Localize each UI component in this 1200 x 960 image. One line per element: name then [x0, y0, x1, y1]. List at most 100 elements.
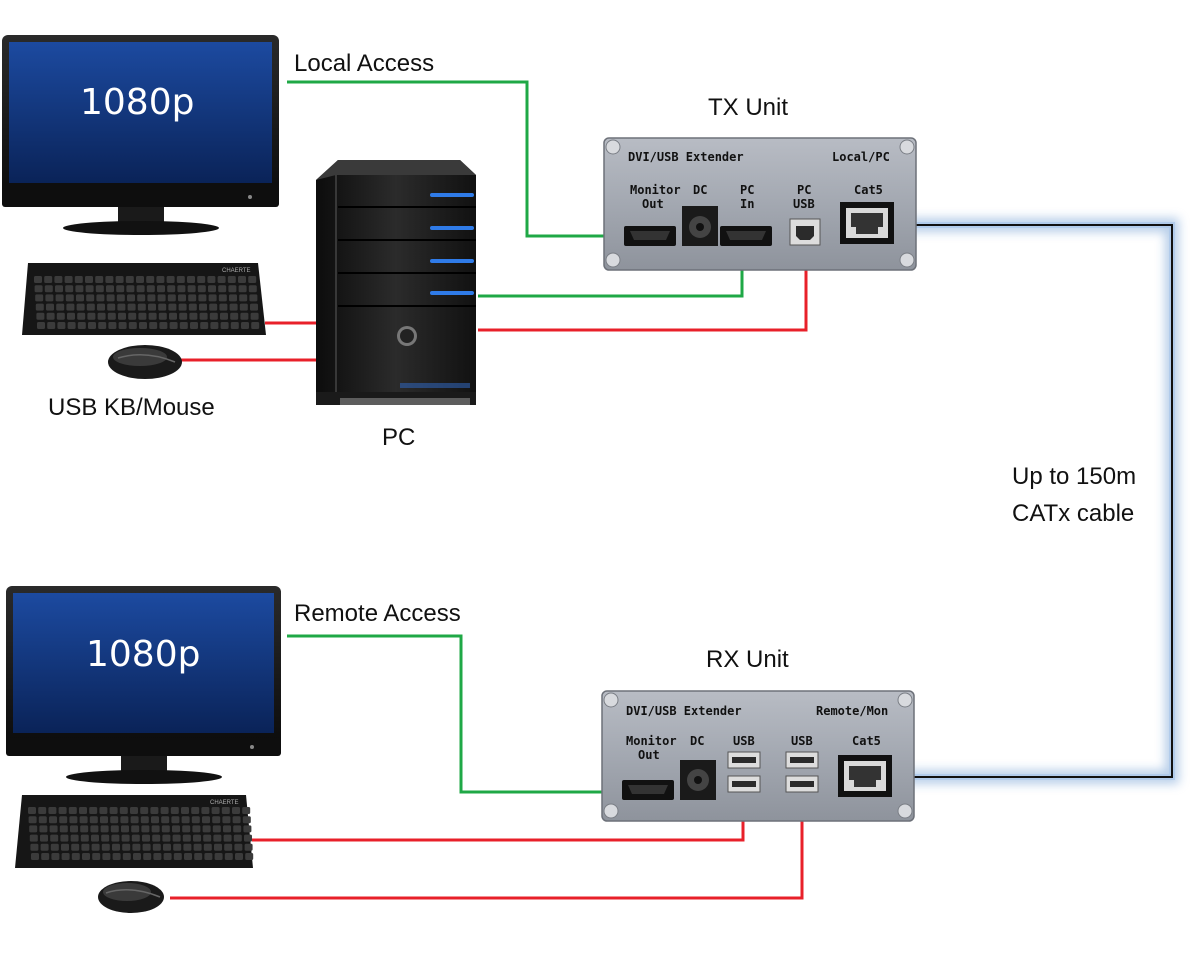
keyboard-key: [86, 303, 95, 311]
local-keyboard-brand: CHAERTE: [222, 268, 251, 274]
keyboard-key: [40, 843, 49, 851]
keyboard-key: [68, 807, 77, 814]
keyboard-key: [250, 303, 258, 311]
keyboard-key: [148, 312, 157, 320]
keyboard-key: [241, 322, 249, 329]
keyboard-key: [81, 843, 90, 851]
keyboard-key: [244, 834, 252, 842]
keyboard-key: [118, 322, 127, 329]
keyboard-key: [45, 294, 54, 302]
keyboard-key: [136, 285, 145, 293]
keyboard-key: [67, 322, 76, 329]
tx-pc-usb-port: [789, 218, 821, 246]
keyboard-key: [109, 807, 118, 814]
keyboard-key: [203, 834, 212, 842]
keyboard-key: [49, 816, 57, 824]
keyboard-key: [251, 322, 260, 329]
keyboard-key: [223, 834, 232, 842]
keyboard-key: [41, 853, 50, 860]
keyboard-key: [167, 294, 176, 302]
keyboard-key: [107, 303, 116, 311]
keyboard-key: [177, 285, 186, 293]
keyboard-key: [67, 312, 75, 320]
keyboard-key: [167, 285, 176, 293]
keyboard-key: [37, 322, 45, 329]
keyboard-key: [197, 276, 206, 283]
keyboard-key: [133, 853, 141, 860]
keyboard-key: [35, 294, 44, 302]
keyboard-key: [198, 294, 207, 302]
keyboard-key: [199, 312, 208, 320]
pc-usb-cable: [478, 244, 808, 332]
keyboard-key: [71, 843, 80, 851]
keyboard-key: [245, 853, 254, 860]
keyboard-key: [182, 825, 191, 833]
keyboard-key: [152, 843, 161, 851]
remote-access-label: Remote Access: [294, 600, 461, 627]
keyboard-key: [125, 276, 134, 283]
rx-monitor-out-label-2: Out: [638, 748, 660, 762]
keyboard-key: [191, 807, 200, 814]
keyboard-key: [35, 303, 44, 311]
keyboard-key: [89, 807, 98, 814]
rx-panel-title: DVI/USB Extender: [626, 704, 742, 718]
keyboard-key: [95, 285, 104, 293]
keyboard-key: [127, 294, 135, 302]
keyboard-key: [187, 285, 196, 293]
keyboard-key: [29, 825, 38, 833]
keyboard-key: [169, 322, 178, 329]
keyboard-key: [187, 276, 195, 283]
keyboard-key: [233, 825, 242, 833]
keyboard-key: [178, 303, 187, 311]
keyboard-key: [130, 807, 138, 814]
keyboard-key: [76, 294, 84, 302]
keyboard-key: [242, 816, 251, 824]
keyboard-key: [238, 285, 247, 293]
keyboard-key: [136, 276, 144, 283]
keyboard-key: [153, 853, 162, 860]
keyboard-key: [209, 303, 218, 311]
keyboard-key: [95, 276, 104, 283]
keyboard-key: [86, 294, 95, 302]
keyboard-key: [106, 285, 114, 293]
tx-unit: [603, 137, 917, 271]
keyboard-key: [46, 303, 54, 311]
keyboard-key: [47, 322, 56, 329]
keyboard-key: [179, 322, 188, 329]
keyboard-key: [80, 834, 89, 842]
keyboard-key: [224, 853, 233, 860]
keyboard-key: [97, 312, 106, 320]
rx-dc-port: [680, 760, 716, 800]
keyboard-key: [146, 285, 155, 293]
keyboard-key: [208, 285, 216, 293]
cable-label-line1: Up to 150m: [1012, 463, 1137, 490]
keyboard-key: [121, 834, 130, 842]
local-access-label: Local Access: [294, 50, 435, 77]
keyboard-key: [60, 834, 69, 842]
keyboard-key: [130, 816, 139, 824]
tx-monitor-out-port: [624, 226, 676, 246]
keyboard-key: [194, 853, 203, 860]
keyboard-key: [228, 285, 237, 293]
keyboard-key: [80, 825, 89, 833]
keyboard-key: [50, 834, 59, 842]
keyboard-key: [232, 807, 240, 814]
remote-monitor-cable: [287, 634, 626, 794]
keyboard-key: [158, 303, 167, 311]
rx-panel-mode: Remote/Mon: [816, 704, 889, 718]
keyboard-key: [77, 322, 86, 329]
keyboard-key: [243, 825, 252, 833]
keyboard-key: [242, 807, 251, 814]
keyboard-key: [162, 834, 171, 842]
keyboard-key: [65, 294, 74, 302]
keyboard-key: [121, 825, 129, 833]
keyboard-key: [219, 303, 228, 311]
keyboard-key: [199, 303, 207, 311]
keyboard-key: [142, 834, 150, 842]
keyboard-key: [127, 303, 136, 311]
keyboard-key: [77, 312, 86, 320]
remote-mouse-cable: [170, 784, 804, 900]
rx-monitor-out-label-1: Monitor: [626, 734, 677, 748]
rx-monitor-out-port: [622, 780, 674, 800]
